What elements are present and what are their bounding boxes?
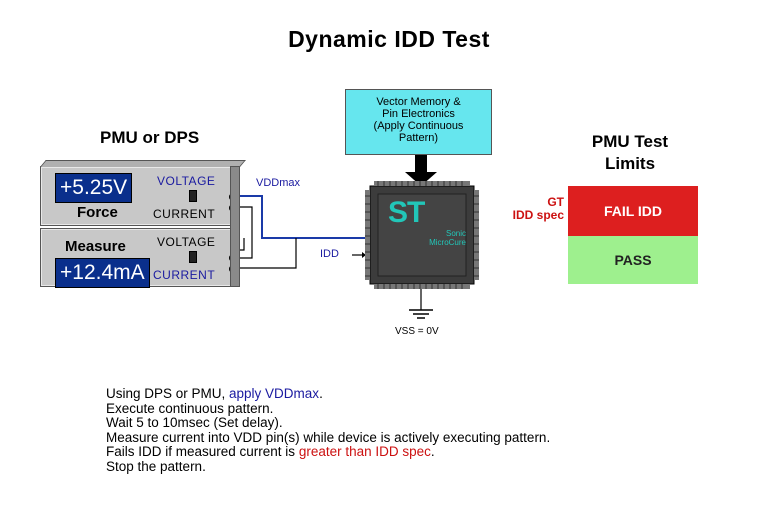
pass-box: PASS: [568, 236, 698, 284]
measure-voltage-label: VOLTAGE: [157, 235, 216, 249]
note-line-2: Execute continuous pattern.: [106, 400, 274, 416]
limits-heading: PMU Test Limits: [560, 131, 700, 175]
sense-wire: [233, 238, 297, 269]
ground-label: VSS = 0V: [395, 326, 439, 337]
vector-box-line1: Vector Memory &: [376, 96, 461, 108]
force-current-label: CURRENT: [153, 207, 216, 221]
force-voltage-label: VOLTAGE: [157, 174, 216, 188]
dut-chip: [369, 185, 475, 285]
gt-label-line2: IDD spec: [512, 208, 564, 222]
force-unit-top: [40, 160, 246, 167]
procedure-notes: Using DPS or PMU, apply VDDmax. Execute …: [106, 386, 551, 474]
note-line-6: Stop the pattern.: [106, 458, 206, 474]
vddmax-label: VDDmax: [256, 177, 301, 189]
vddmax-wire: [233, 195, 376, 239]
measure-label: Measure: [65, 238, 126, 255]
force-display: +5.25V: [55, 173, 133, 203]
vector-arrow-head: [405, 172, 437, 186]
force-unit: +5.25V Force VOLTAGE CURRENT: [40, 160, 246, 226]
chip-logo: ST: [388, 196, 425, 229]
pmu-heading: PMU or DPS: [100, 128, 200, 147]
note-highlight-idd-spec: greater than IDD spec: [298, 444, 431, 459]
gt-label-line1: GT: [547, 195, 564, 209]
fail-idd-box: FAIL IDD: [568, 186, 698, 236]
force-mode-switch[interactable]: [189, 190, 197, 202]
note-line-4: Measure current into VDD pin(s) while de…: [106, 429, 551, 445]
measure-unit: Measure VOLTAGE CURRENT +12.4mA: [40, 228, 240, 288]
note-highlight-vddmax: apply VDDmax: [229, 386, 320, 401]
vector-box-line3: (Apply Continuous: [373, 120, 464, 132]
idd-label: IDD: [320, 248, 339, 260]
unit-side-panel: [230, 166, 240, 287]
gt-idd-spec-label: GT IDD spec: [478, 196, 564, 222]
note-line-3: Wait 5 to 10msec (Set delay).: [106, 415, 283, 430]
chip-caption-line1: Sonic: [445, 229, 466, 238]
vector-box-line4: Pattern): [398, 132, 439, 144]
measure-mode-switch[interactable]: [189, 251, 197, 263]
force-return-wire: [233, 206, 253, 259]
vector-box-line2: Pin Electronics: [382, 108, 455, 120]
force-label: Force: [77, 204, 118, 221]
measure-current-label: CURRENT: [153, 268, 216, 282]
limits-heading-line1: PMU Test: [591, 132, 669, 151]
chip-caption-line2: MicroCure: [429, 238, 466, 247]
note-line-5: Fails IDD if measured current is greater…: [106, 444, 435, 459]
page-title: Dynamic IDD Test: [288, 26, 490, 52]
limits-heading-line2: Limits: [604, 154, 656, 173]
vector-memory-box: Vector Memory & Pin Electronics (Apply C…: [345, 89, 492, 155]
vector-arrow-shaft: [415, 155, 427, 173]
note-line-1: Using DPS or PMU, apply VDDmax.: [106, 386, 323, 401]
measure-display: +12.4mA: [55, 258, 150, 288]
